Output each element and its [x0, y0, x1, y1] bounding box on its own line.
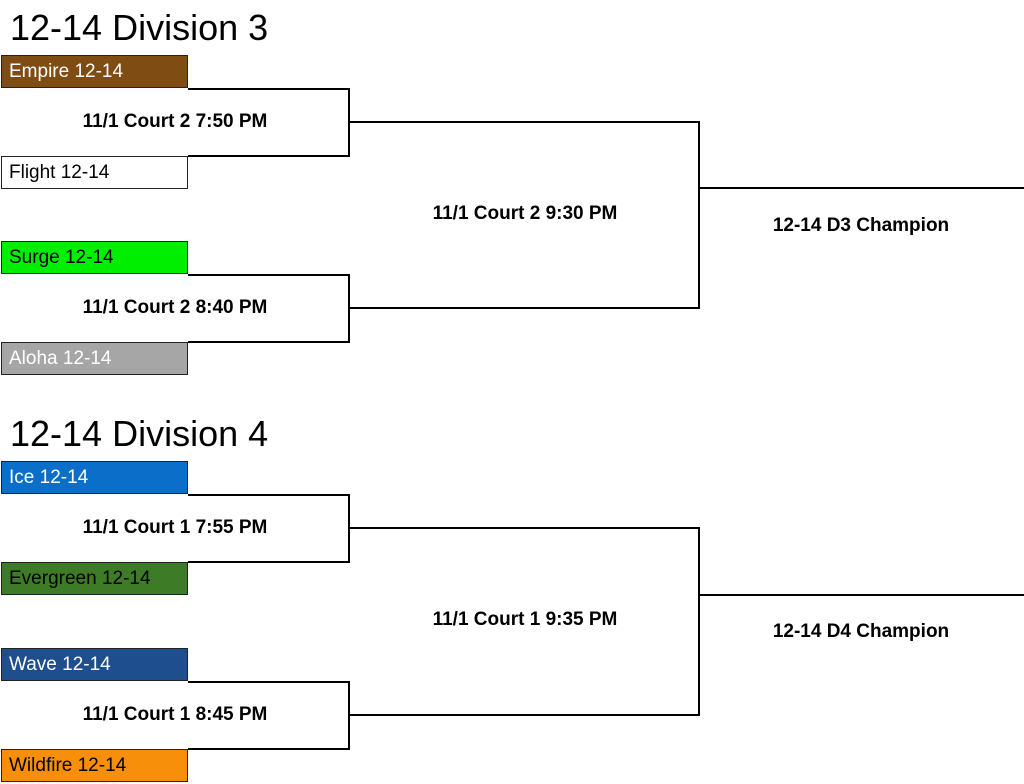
bracket-line: [348, 121, 700, 123]
bracket-line: [188, 561, 350, 563]
game-label: 11/1 Court 2 7:50 PM: [82, 111, 268, 132]
game-label: 11/1 Court 1 7:55 PM: [82, 517, 268, 538]
team-slot: Wildfire 12-14: [1, 749, 188, 782]
champion-line: [698, 594, 1024, 596]
bracket-line: [698, 527, 700, 715]
game-label: 11/1 Court 2 8:40 PM: [82, 297, 268, 318]
final-game-label: 11/1 Court 1 9:35 PM: [432, 609, 618, 630]
champion-line: [698, 187, 1024, 189]
game-label: 11/1 Court 1 8:45 PM: [82, 704, 268, 725]
division-title: 12-14 Division 3: [10, 7, 269, 48]
team-slot: Aloha 12-14: [1, 342, 188, 375]
team-slot: Evergreen 12-14: [1, 562, 188, 595]
bracket-line: [348, 307, 700, 309]
bracket-line: [188, 748, 350, 750]
bracket-line: [698, 121, 700, 309]
bracket-line: [188, 494, 350, 496]
bracket-line: [188, 274, 350, 276]
team-slot: Empire 12-14: [1, 55, 188, 88]
bracket-line: [348, 527, 700, 529]
final-game-label: 11/1 Court 2 9:30 PM: [432, 203, 618, 224]
team-slot: Wave 12-14: [1, 648, 188, 681]
division-title: 12-14 Division 4: [10, 413, 269, 454]
bracket-line: [348, 714, 700, 716]
champion-label: 12-14 D4 Champion: [772, 621, 950, 642]
bracket-line: [188, 681, 350, 683]
bracket-line: [188, 155, 350, 157]
bracket-line: [188, 341, 350, 343]
bracket-line: [188, 88, 350, 90]
champion-label: 12-14 D3 Champion: [772, 215, 950, 236]
team-slot: Flight 12-14: [1, 156, 188, 189]
team-slot: Ice 12-14: [1, 461, 188, 494]
team-slot: Surge 12-14: [1, 241, 188, 274]
